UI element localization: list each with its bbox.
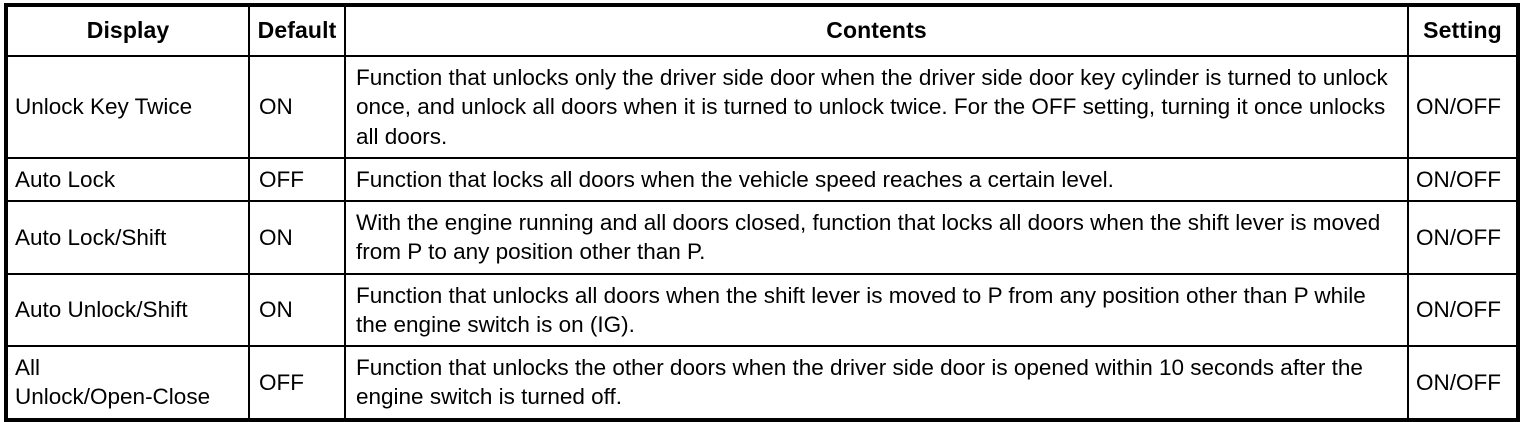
cell-contents: Function that locks all doors when the v… (344, 156, 1409, 203)
column-header-contents: Contents (344, 4, 1409, 57)
table-row: Auto Unlock/Shift ON Function that unloc… (6, 272, 1518, 347)
cell-contents: Function that unlocks the other doors wh… (344, 345, 1409, 420)
cell-setting: ON/OFF (1407, 55, 1518, 159)
table-header: Display Default Contents Setting (6, 4, 1518, 57)
cell-display: Auto Lock (6, 156, 250, 203)
column-header-setting: Setting (1407, 4, 1518, 57)
cell-setting: ON/OFF (1407, 200, 1518, 275)
cell-display: Auto Lock/Shift (6, 200, 250, 275)
table-row: All Unlock/Open-Close OFF Function that … (6, 345, 1518, 420)
column-header-default: Default (248, 4, 346, 57)
cell-default: OFF (248, 156, 346, 203)
door-lock-settings-table: Display Default Contents Setting Unlock … (4, 3, 1520, 422)
table-body: Unlock Key Twice ON Function that unlock… (6, 55, 1518, 420)
table-header-row: Display Default Contents Setting (6, 4, 1518, 57)
table-row: Unlock Key Twice ON Function that unlock… (6, 55, 1518, 159)
cell-contents: With the engine running and all doors cl… (344, 200, 1409, 275)
cell-contents: Function that unlocks all doors when the… (344, 272, 1409, 347)
cell-contents: Function that unlocks only the driver si… (344, 55, 1409, 159)
table-row: Auto Lock/Shift ON With the engine runni… (6, 200, 1518, 275)
table-row: Auto Lock OFF Function that locks all do… (6, 156, 1518, 203)
cell-setting: ON/OFF (1407, 345, 1518, 420)
cell-setting: ON/OFF (1407, 156, 1518, 203)
cell-display: All Unlock/Open-Close (6, 345, 250, 420)
cell-default: ON (248, 272, 346, 347)
cell-display: Unlock Key Twice (6, 55, 250, 159)
cell-setting: ON/OFF (1407, 272, 1518, 347)
cell-default: ON (248, 55, 346, 159)
column-header-display: Display (6, 4, 250, 57)
cell-default: ON (248, 200, 346, 275)
cell-default: OFF (248, 345, 346, 420)
cell-display: Auto Unlock/Shift (6, 272, 250, 347)
